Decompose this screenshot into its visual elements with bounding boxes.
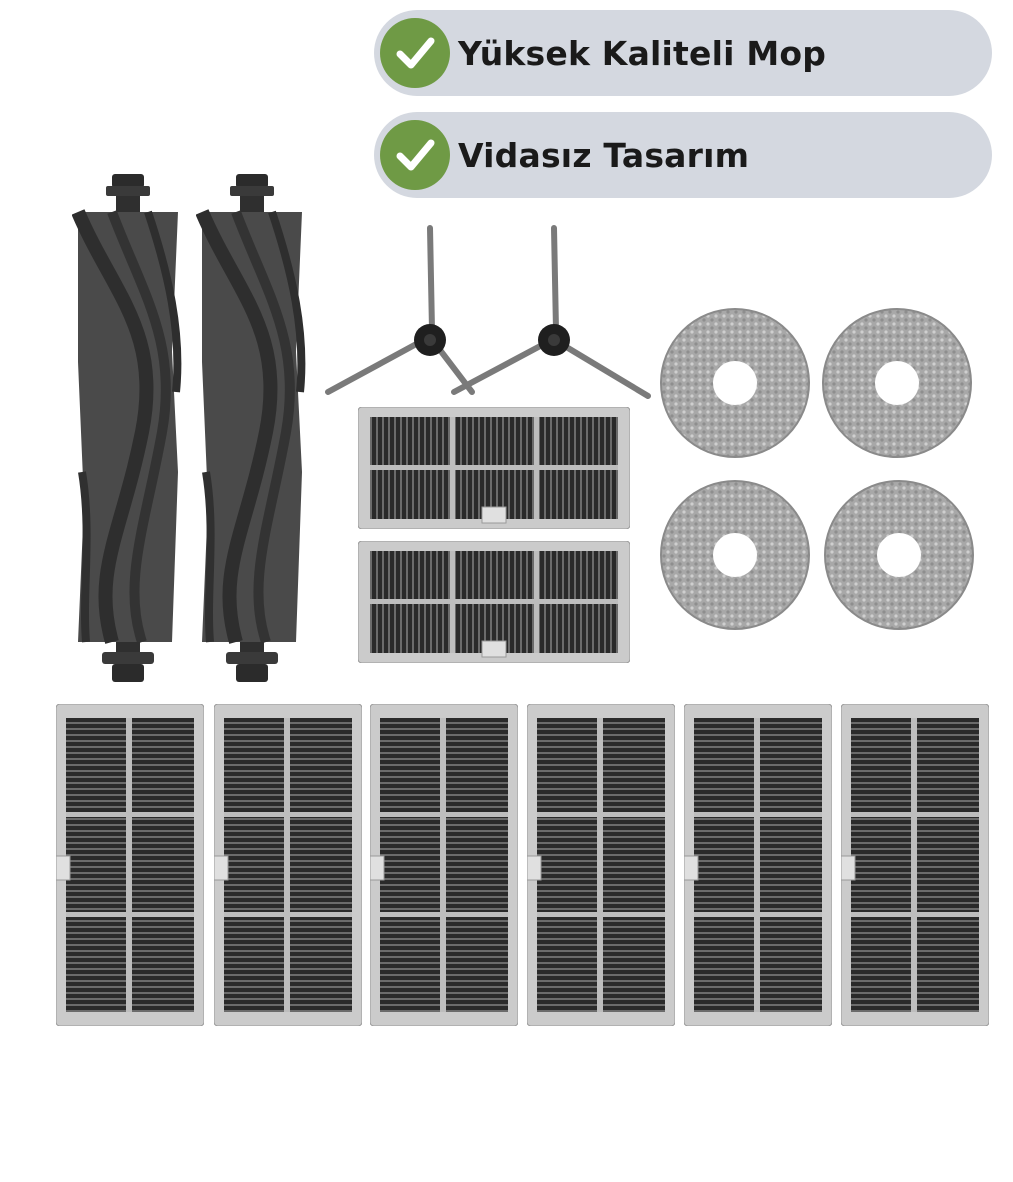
- mop-pad: [822, 478, 976, 632]
- feature-pill-2: Vidasız Tasarım: [374, 112, 992, 198]
- small-filter: [358, 407, 630, 529]
- small-filter: [358, 541, 630, 663]
- main-brush: [72, 172, 184, 688]
- feature-label: Vidasız Tasarım: [458, 135, 750, 175]
- large-filter: [214, 704, 362, 1026]
- mop-pad: [658, 478, 812, 632]
- feature-label: Yüksek Kaliteli Mop: [458, 33, 827, 73]
- mop-pad: [820, 306, 974, 460]
- main-brush: [196, 172, 308, 688]
- large-filter: [841, 704, 989, 1026]
- check-icon: [380, 120, 450, 190]
- feature-pill-1: Yüksek Kaliteli Mop: [374, 10, 992, 96]
- side-brush: [444, 220, 654, 400]
- check-icon: [380, 18, 450, 88]
- large-filter: [56, 704, 204, 1026]
- large-filter: [370, 704, 518, 1026]
- mop-pad: [658, 306, 812, 460]
- large-filter: [527, 704, 675, 1026]
- large-filter: [684, 704, 832, 1026]
